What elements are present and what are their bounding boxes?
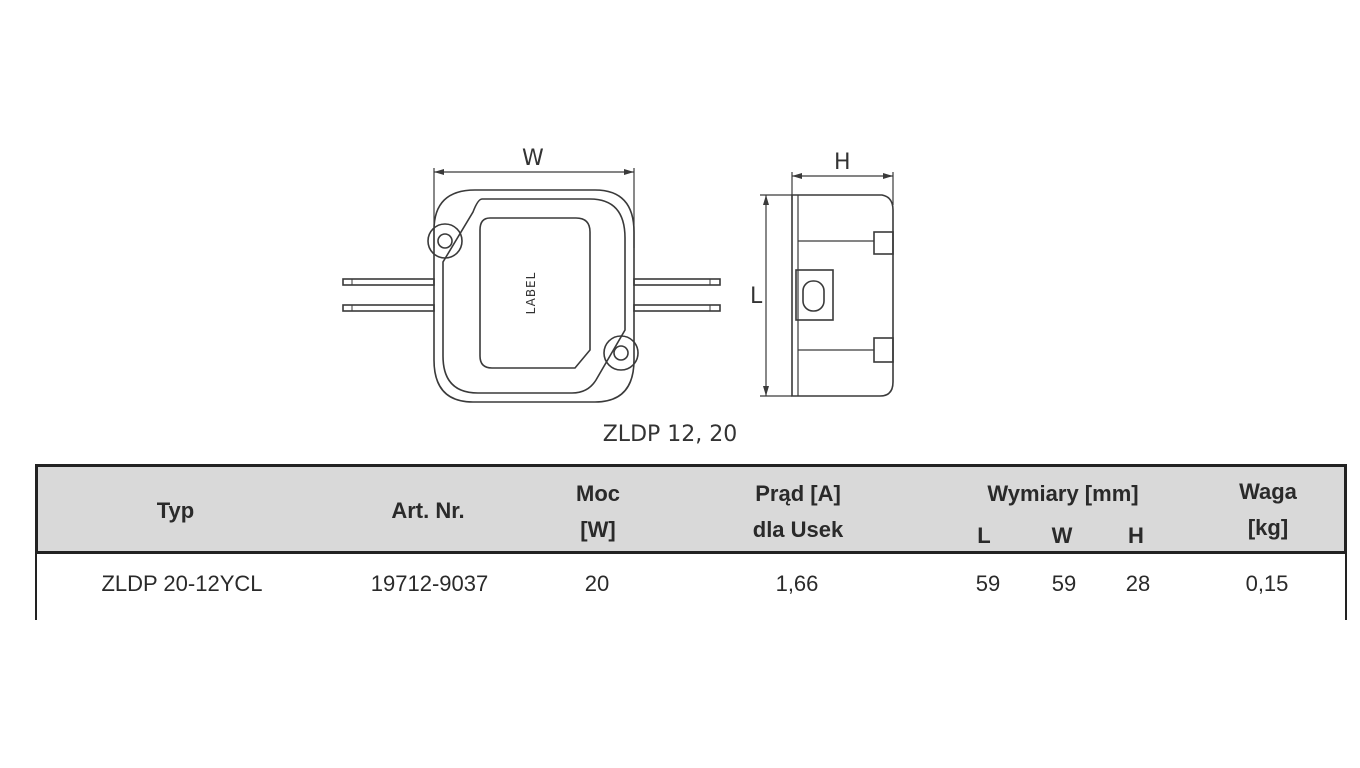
mount-hole-top-outer bbox=[427, 223, 463, 259]
cell-wym-l: 59 bbox=[975, 571, 1001, 596]
table-header-row: Typ Art. Nr. Moc [W] Prąd [A] dla Usek W… bbox=[35, 464, 1347, 554]
housing-inner bbox=[442, 198, 626, 394]
w-arrow-right bbox=[624, 169, 634, 175]
w-arrow-left bbox=[434, 169, 444, 175]
wire-left-top bbox=[342, 278, 435, 286]
mount-hole-top-inner bbox=[437, 233, 453, 249]
header-wymiary: Wymiary [mm] bbox=[987, 481, 1139, 506]
side-clip-top bbox=[873, 231, 894, 255]
housing-outer bbox=[433, 189, 635, 403]
side-clip-bottom bbox=[873, 337, 894, 363]
label-text: LABEL bbox=[524, 271, 538, 315]
side-view bbox=[760, 172, 894, 397]
cell-typ: ZLDP 20-12YCL bbox=[101, 571, 263, 596]
h-arrow-right bbox=[883, 173, 893, 179]
diagram-caption: ZLDP 12, 20 bbox=[602, 422, 738, 447]
spec-table: Typ Art. Nr. Moc [W] Prąd [A] dla Usek W… bbox=[35, 464, 1347, 620]
mount-hole-bottom-outer bbox=[603, 335, 639, 371]
cell-prad: 1,66 bbox=[775, 571, 819, 596]
l-arrow-top bbox=[763, 195, 769, 205]
technical-drawing: W H L LABEL bbox=[342, 146, 894, 403]
header-wym-h: H bbox=[1128, 523, 1144, 548]
header-wym-l: L bbox=[977, 523, 991, 548]
cell-moc: 20 bbox=[584, 571, 610, 596]
header-typ: Typ bbox=[156, 498, 195, 523]
h-arrow-left bbox=[792, 173, 802, 179]
header-art-nr: Art. Nr. bbox=[391, 498, 465, 523]
side-body bbox=[791, 194, 894, 397]
header-waga-unit: [kg] bbox=[1247, 515, 1289, 540]
cell-waga: 0,15 bbox=[1245, 571, 1289, 596]
cell-wym-w: 59 bbox=[1051, 571, 1077, 596]
dimension-w-label: W bbox=[522, 146, 544, 171]
dimension-h-label: H bbox=[834, 150, 851, 175]
side-wire-exit bbox=[802, 280, 825, 312]
l-arrow-bottom bbox=[763, 386, 769, 396]
drawing-svg bbox=[342, 168, 894, 403]
header-prad: Prąd [A] bbox=[755, 481, 841, 506]
header-moc-unit: [W] bbox=[580, 517, 616, 542]
header-moc: Moc bbox=[576, 481, 620, 506]
mount-hole-bottom-inner bbox=[613, 345, 629, 361]
wire-right-bottom bbox=[633, 304, 721, 312]
header-waga: Waga bbox=[1239, 479, 1297, 504]
wire-left-bottom bbox=[342, 304, 435, 312]
wire-right-top bbox=[633, 278, 721, 286]
front-view bbox=[342, 168, 721, 403]
dimension-l-label: L bbox=[750, 284, 763, 309]
cell-wym-h: 28 bbox=[1125, 571, 1151, 596]
cell-art-nr: 19712-9037 bbox=[370, 571, 489, 596]
header-prad-sub: dla Usek bbox=[752, 517, 844, 542]
header-wym-w: W bbox=[1051, 523, 1073, 548]
table-row: ZLDP 20-12YCL 19712-9037 20 1,66 59 59 2… bbox=[35, 554, 1347, 620]
side-wire-block bbox=[795, 269, 834, 321]
label-area bbox=[479, 217, 591, 369]
